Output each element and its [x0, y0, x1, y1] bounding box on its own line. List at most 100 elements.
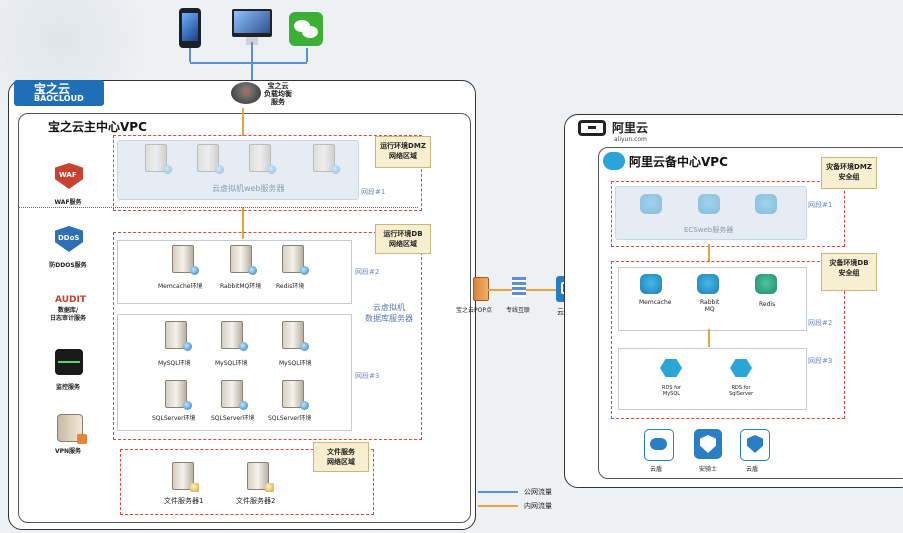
dedicated-line-label: 专线互联	[506, 307, 531, 314]
sidebar-ddos-label: 防DDOS服务	[49, 262, 87, 269]
right-seg3-label: 网段#3	[808, 357, 833, 365]
right-web-servers-area	[615, 186, 807, 240]
cache-server-label: Redis环境	[276, 283, 305, 290]
sqlserver-server-label: SQLServer环境	[152, 415, 196, 422]
ddos-icon-text: DDoS	[58, 234, 80, 242]
ecs-web-server-icon	[640, 194, 662, 214]
right-db-tag: 灾备环境DB 安全组	[821, 253, 877, 291]
file-server-label: 文件服务器1	[164, 497, 204, 505]
memcache-icon	[640, 274, 662, 294]
audit-icon-text: AUDIT	[55, 295, 86, 305]
web-server-icon	[249, 144, 276, 174]
rabbitmq-server-icon	[230, 245, 257, 275]
baocloud-logo-en: BAOCLOUD	[34, 94, 84, 103]
public-traffic-line	[251, 42, 253, 86]
pop-point-label: 宝之云POP点	[456, 307, 492, 314]
legend-internal-line	[478, 505, 518, 507]
right-seg2-label: 网段#2	[808, 319, 833, 327]
yundun-icon	[740, 429, 770, 461]
sidebar-waf-label: WAF服务	[54, 199, 82, 206]
ecs-web-server-icon	[698, 194, 720, 214]
left-file-zone	[120, 449, 374, 515]
web-server-icon	[313, 144, 340, 174]
sidebar-vpn-label: VPN服务	[54, 448, 82, 455]
sqlserver-server-label: SQLServer环境	[268, 415, 312, 422]
public-traffic-line	[306, 48, 308, 62]
right-web-label: ECSweb服务器	[684, 226, 734, 234]
right-db-zone	[611, 261, 845, 419]
internal-traffic-line	[242, 108, 244, 136]
internal-traffic-line	[708, 244, 710, 262]
desktop-computer-icon	[232, 9, 272, 45]
rds-sqlserver-label: RDS for SqlServer	[729, 385, 754, 397]
rds-mysql-icon	[660, 359, 682, 377]
internal-traffic-line	[242, 207, 244, 239]
monitor-icon	[55, 349, 83, 375]
audit-icon: AUDIT	[53, 283, 87, 309]
right-dmz-zone	[611, 181, 845, 247]
right-cache-label: Rabbit MQ	[700, 299, 720, 313]
right-vpc-title: 阿里云备中心VPC	[629, 155, 728, 169]
mysql-server-label: MySQL环境	[215, 360, 248, 367]
web-server-icon	[145, 144, 172, 174]
right-cache-label: Redis	[759, 301, 776, 308]
bottom-service-label: 云盾	[746, 466, 759, 473]
left-file-tag: 文件服务 网络区域	[313, 442, 369, 472]
cache-server-label: RabbitMQ环境	[220, 283, 262, 290]
right-rds-zone	[618, 348, 807, 410]
left-web-label: 云虚拟机web服务器	[212, 184, 285, 193]
rds-mysql-label: RDS for MySQL	[662, 385, 681, 397]
aliyun-logo-text: 阿里云	[612, 121, 649, 135]
sqlserver-server-icon	[221, 380, 248, 410]
rabbitmq-icon	[697, 274, 719, 294]
file-server-label: 文件服务器2	[236, 497, 276, 505]
mysql-server-icon	[221, 321, 248, 351]
wechat-icon	[289, 12, 323, 46]
file-server-icon	[247, 462, 274, 492]
public-traffic-line	[190, 62, 307, 64]
file-server-icon	[172, 462, 199, 492]
left-cache-zone	[117, 240, 352, 304]
mysql-server-icon	[282, 321, 309, 351]
left-web-servers-area	[117, 140, 359, 200]
sidebar-audit-label: 数据库/ 日志审计服务	[49, 307, 86, 322]
legend-public-label: 公网流量	[524, 488, 552, 496]
sqlserver-server-label: SQLServer环境	[211, 415, 255, 422]
baocloud-logo: 宝之云 BAOCLOUD	[14, 80, 104, 106]
left-dmz-tag: 运行环境DMZ 网络区域	[375, 136, 431, 168]
right-seg1-label: 网段#1	[808, 201, 833, 209]
load-balancer-icon: ✕	[231, 82, 261, 104]
baocloud-logo-text: 宝之云	[34, 82, 71, 96]
memcache-server-icon	[172, 245, 199, 275]
rds-sqlserver-icon	[730, 359, 752, 377]
waf-icon-text: WAF	[59, 171, 77, 179]
public-traffic-line	[189, 48, 191, 62]
redis-server-icon	[282, 245, 309, 275]
mysql-server-label: MySQL环境	[158, 360, 191, 367]
sidebar-monitor-label: 监控服务	[55, 384, 80, 391]
vpn-icon	[57, 414, 87, 444]
sqlserver-server-icon	[165, 380, 192, 410]
mobile-phone-icon	[179, 8, 201, 48]
anqishi-icon	[694, 429, 722, 459]
left-db-servers-label: 云虚拟机 数据库服务器	[365, 303, 413, 323]
load-balancer-label: 宝之云 负载均衡 服务	[264, 82, 292, 106]
aliyun-logo	[578, 120, 606, 136]
cache-server-label: Memcache环境	[158, 283, 203, 290]
legend-public-line	[478, 491, 518, 493]
bottom-service-label: 安骑士	[699, 466, 718, 473]
divider-dotted	[18, 207, 418, 208]
pop-point-icon	[473, 277, 489, 301]
left-seg3-label: 网段#3	[355, 372, 380, 380]
web-server-icon	[197, 144, 224, 174]
left-dmz-zone	[113, 135, 422, 211]
redis-icon	[755, 274, 777, 294]
right-dmz-tag: 灾备环境DMZ 安全组	[821, 157, 877, 189]
left-db-tag: 运行环境DB 网络区域	[375, 224, 431, 254]
legend-internal-label: 内网流量	[524, 502, 552, 510]
bottom-service-label: 云盾	[650, 466, 663, 473]
cloud-shield-icon	[644, 429, 674, 461]
mysql-server-label: MySQL环境	[279, 360, 312, 367]
right-cache-label: Memcache	[639, 299, 672, 306]
left-db-zone	[113, 232, 422, 440]
